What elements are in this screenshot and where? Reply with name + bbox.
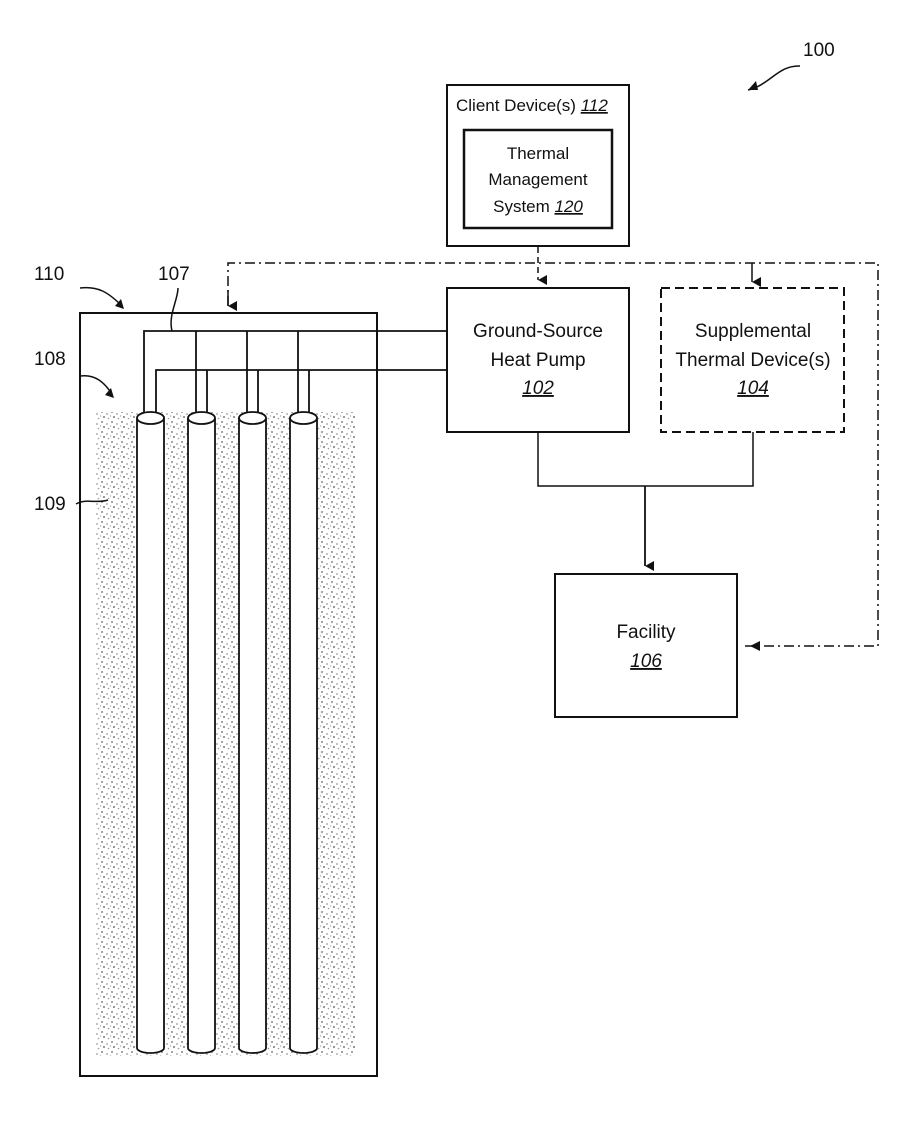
- facility-box: [555, 574, 737, 717]
- soil-ref-label: 109: [34, 494, 66, 515]
- pipe-body: [239, 418, 266, 1053]
- heat-pump-ref: 102: [522, 378, 554, 399]
- pipe-body: [290, 418, 317, 1053]
- supplemental-line2: Thermal Device(s): [675, 350, 830, 371]
- thermal-management-line1: Thermal: [507, 144, 569, 163]
- field-ref-leader: [80, 288, 122, 306]
- borehole-pipe: [239, 412, 266, 1053]
- thermal-management-line2: Management: [488, 170, 588, 189]
- field-ref-label: 110: [34, 264, 64, 285]
- supplemental-line1: Supplemental: [695, 321, 811, 342]
- control-to-facility-arrowhead: [750, 641, 760, 651]
- devices-merge-line: [538, 432, 753, 486]
- supplemental-ref: 104: [737, 378, 769, 399]
- piping-ref-label: 107: [158, 264, 190, 285]
- heat-pump-line1: Ground-Source: [473, 321, 603, 342]
- thermal-management-line3: System 120: [493, 197, 583, 216]
- figure-ref-label: 100: [803, 40, 835, 61]
- pipe-top-cap: [137, 412, 164, 424]
- borehole-ref-label: 108: [34, 349, 66, 370]
- heat-pump-line2: Heat Pump: [490, 350, 585, 371]
- pipe-top-cap: [290, 412, 317, 424]
- pipe-top-cap: [188, 412, 215, 424]
- pipe-body: [137, 418, 164, 1053]
- facility-ref: 106: [630, 651, 662, 672]
- borehole-pipe: [188, 412, 215, 1053]
- pipe-top-cap: [239, 412, 266, 424]
- facility-label: Facility: [616, 622, 676, 643]
- pipe-body: [188, 418, 215, 1053]
- client-device-label: Client Device(s) 112: [456, 96, 608, 115]
- figure-ref-arrowhead: [748, 81, 758, 90]
- borehole-pipe: [137, 412, 164, 1053]
- borehole-pipe: [290, 412, 317, 1053]
